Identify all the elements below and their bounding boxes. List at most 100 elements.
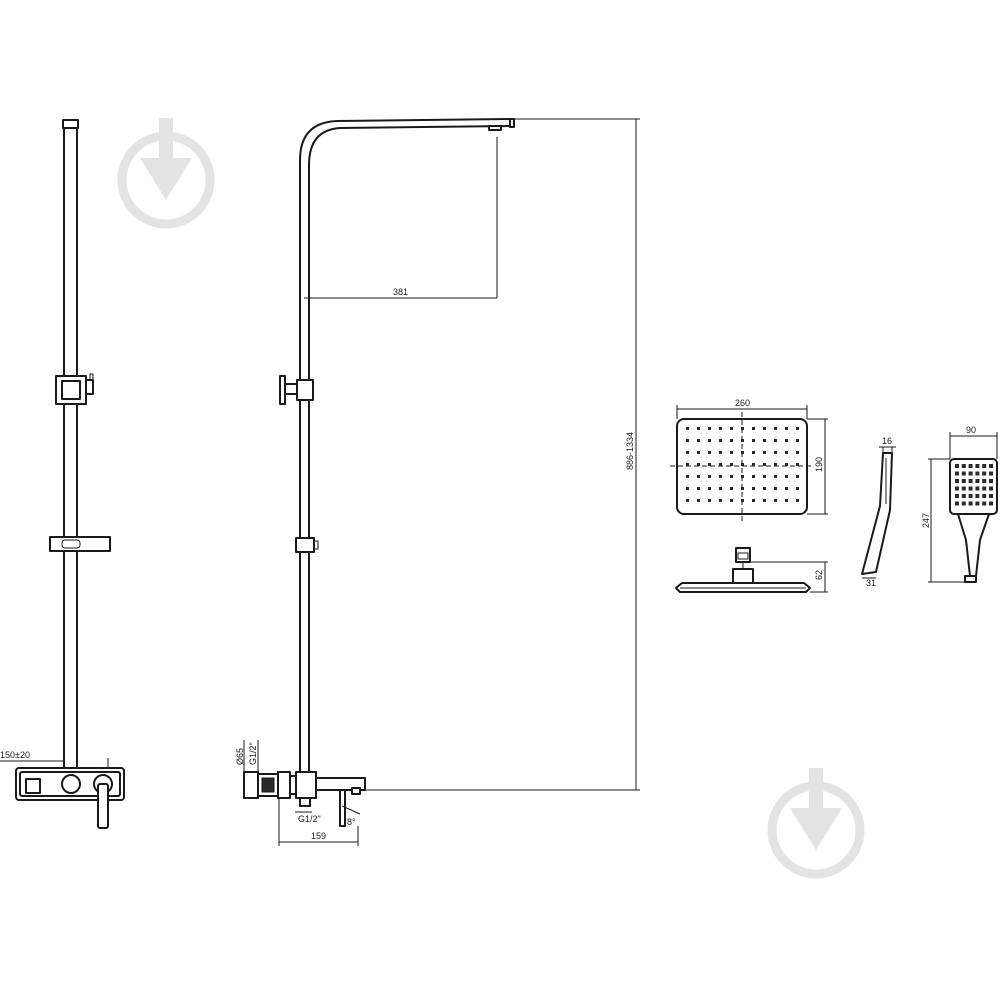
rain-nozzle: [686, 451, 689, 454]
hand-nozzle: [961, 486, 966, 491]
rain-nozzle: [774, 463, 777, 466]
hand-nozzle: [989, 471, 993, 476]
dim-mixer-center-distance: 150±20: [0, 750, 30, 760]
rain-showerhead-side-view: 62: [675, 547, 828, 593]
riser-pipe-inner: [308, 125, 514, 791]
rain-nozzle: [719, 499, 722, 502]
rain-nozzle: [741, 439, 744, 442]
rain-nozzle: [785, 439, 788, 442]
rain-nozzle: [719, 487, 722, 490]
rain-nozzle: [741, 427, 744, 430]
dim-spout-projection: 159: [311, 831, 326, 841]
hand-nozzle: [968, 501, 973, 506]
rain-nozzle: [708, 487, 711, 490]
rain-nozzle: [752, 439, 755, 442]
dim-rain-depth: 190: [814, 457, 824, 472]
dim-arm-reach: 381: [393, 287, 408, 297]
rain-nozzle: [752, 463, 755, 466]
hand-nozzle: [975, 501, 980, 506]
hand-nozzle: [955, 486, 959, 491]
mixer-front: [15, 758, 125, 829]
hand-nozzle: [982, 471, 987, 476]
hand-nozzle: [955, 479, 959, 483]
soap-shelf-side: [295, 537, 319, 553]
dim-hand-length: 247: [921, 513, 931, 528]
rain-nozzle: [785, 499, 788, 502]
rain-nozzle: [719, 475, 722, 478]
rain-nozzle: [785, 427, 788, 430]
rain-nozzle: [730, 475, 733, 478]
rain-nozzle: [741, 487, 744, 490]
dim-wall-flange-diameter: Ø65: [235, 748, 245, 765]
hand-nozzle: [955, 471, 959, 476]
rain-nozzle: [763, 487, 766, 490]
hand-nozzle: [961, 464, 966, 468]
rain-nozzle: [730, 451, 733, 454]
rain-nozzle: [763, 463, 766, 466]
hand-nozzle: [961, 494, 966, 498]
rain-nozzle: [686, 463, 689, 466]
rain-nozzle: [752, 475, 755, 478]
rain-nozzle: [785, 451, 788, 454]
rain-nozzle: [796, 499, 799, 502]
dim-hand-shower-thickness: 16: [882, 436, 892, 446]
hand-nozzle: [982, 464, 987, 468]
watermark-download-icon-bottom: [767, 768, 865, 879]
rain-nozzle: [708, 499, 711, 502]
hand-nozzle: [975, 494, 980, 498]
hand-nozzle: [968, 479, 973, 483]
rain-nozzle: [752, 451, 755, 454]
rain-nozzle: [730, 427, 733, 430]
rain-nozzle: [796, 463, 799, 466]
dim-total-height: 886-1334: [625, 432, 635, 470]
hand-nozzle: [982, 494, 987, 498]
hand-nozzle: [968, 471, 973, 476]
rain-nozzle: [708, 451, 711, 454]
rain-nozzle: [719, 463, 722, 466]
hand-nozzle: [968, 486, 973, 491]
rain-nozzle: [686, 475, 689, 478]
rain-nozzle: [763, 451, 766, 454]
hand-nozzle: [982, 501, 987, 506]
rain-nozzle: [741, 451, 744, 454]
rain-nozzle: [774, 499, 777, 502]
rain-nozzle: [708, 439, 711, 442]
hand-nozzle: [975, 479, 980, 483]
rain-nozzle: [763, 439, 766, 442]
side-view: 381 886-1334: [235, 118, 640, 846]
slider-holder-side: [279, 375, 314, 405]
hand-shower-side-view: 16 31: [861, 436, 896, 588]
hand-nozzle: [968, 494, 973, 498]
hand-nozzle: [975, 486, 980, 491]
hand-nozzle: [961, 501, 966, 506]
rain-nozzle: [774, 487, 777, 490]
rain-nozzle: [785, 487, 788, 490]
rain-nozzle: [752, 487, 755, 490]
rain-nozzle: [796, 475, 799, 478]
rain-nozzle: [752, 499, 755, 502]
hand-nozzle: [955, 494, 959, 498]
rain-nozzle: [741, 499, 744, 502]
hand-nozzle: [975, 464, 980, 468]
hand-nozzle: [961, 479, 966, 483]
rain-nozzle: [774, 427, 777, 430]
dim-spout-angle: 8°: [347, 817, 356, 827]
rain-nozzle: [697, 439, 700, 442]
rain-nozzle: [719, 451, 722, 454]
slider-holder: [55, 373, 94, 405]
hand-shower-front-view: 90 247: [921, 425, 998, 583]
hand-nozzle: [955, 464, 959, 468]
hand-nozzle: [975, 471, 980, 476]
showerhead-connector: [488, 125, 502, 131]
hand-nozzle: [989, 501, 993, 506]
rain-nozzle: [697, 427, 700, 430]
hand-nozzle-grid: [955, 464, 993, 506]
rain-nozzle: [697, 451, 700, 454]
hand-nozzle: [982, 479, 987, 483]
hand-nozzle: [955, 501, 959, 506]
rain-nozzle: [686, 439, 689, 442]
rain-nozzle: [796, 451, 799, 454]
rain-nozzle-grid: [686, 427, 799, 502]
rain-nozzle: [697, 475, 700, 478]
